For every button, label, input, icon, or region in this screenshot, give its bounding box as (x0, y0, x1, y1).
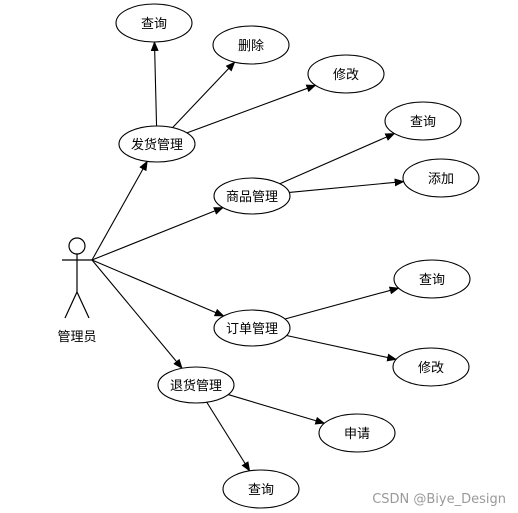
use-case-th-query: 查询 (222, 469, 300, 509)
actor-head (68, 237, 86, 255)
use-case-ellipse (392, 347, 470, 387)
edge-actor-to-shangpin (91, 207, 224, 261)
use-case-th-apply: 申请 (318, 413, 396, 453)
use-case-ellipse (384, 101, 462, 141)
use-case-shangpin: 商品管理 (213, 177, 291, 215)
use-case-label: 修改 (333, 68, 359, 83)
use-case-dd-edit: 修改 (392, 347, 470, 387)
use-case-label: 发货管理 (131, 137, 183, 153)
edge-fahuo-to-fh-edit (186, 84, 317, 134)
use-case-ellipse (213, 177, 291, 215)
use-case-label: 添加 (428, 172, 454, 187)
use-case-label: 查询 (410, 115, 436, 130)
use-case-dingdan: 订单管理 (213, 309, 291, 347)
edge-actor-to-tuihuo (91, 259, 183, 370)
use-case-fh-edit: 修改 (307, 54, 385, 94)
use-case-ellipse (212, 25, 290, 65)
use-case-fh-query: 查询 (115, 3, 193, 43)
edge-fahuo-to-fh-delete (172, 61, 236, 128)
use-case-ellipse (115, 3, 193, 43)
use-case-label: 查询 (141, 17, 167, 32)
edge-shangpin-to-sp-add (289, 178, 405, 193)
use-case-ellipse (307, 54, 385, 94)
actor-right-leg (76, 291, 90, 319)
use-case-sp-query: 查询 (384, 101, 462, 141)
use-case-fahuo: 发货管理 (118, 125, 196, 163)
use-case-tuihuo: 退货管理 (157, 366, 235, 404)
edge-dingdan-to-dd-query (284, 286, 400, 320)
use-case-label: 查询 (419, 273, 445, 288)
use-case-ellipse (118, 125, 196, 163)
use-case-dd-query: 查询 (393, 259, 471, 299)
edge-fahuo-to-fh-query (150, 40, 159, 127)
use-case-ellipse (402, 158, 480, 198)
use-case-ellipse (213, 309, 291, 347)
use-case-ellipse (393, 259, 471, 299)
use-case-ellipse (222, 469, 300, 509)
edge-dingdan-to-dd-edit (286, 334, 398, 362)
use-case-label: 申请 (344, 427, 370, 442)
use-case-label: 删除 (238, 39, 264, 54)
edge-actor-to-dingdan (91, 259, 225, 317)
actor-label: 管理员 (57, 330, 96, 345)
use-case-label: 查询 (248, 483, 274, 498)
use-case-label: 修改 (418, 361, 444, 376)
use-case-label: 商品管理 (226, 190, 278, 205)
use-case-ellipse (157, 366, 235, 404)
edge-tuihuo-to-th-apply (228, 394, 326, 425)
edge-tuihuo-to-th-query (206, 401, 251, 472)
use-case-sp-add: 添加 (402, 158, 480, 198)
use-case-fh-delete: 删除 (212, 25, 290, 65)
edges-layer (91, 40, 405, 472)
actor-left-leg (64, 291, 78, 319)
watermark: CSDN @Biye_Design (372, 492, 506, 507)
edge-actor-to-fahuo (91, 160, 148, 261)
use-case-ellipse (318, 413, 396, 453)
use-case-label: 订单管理 (226, 322, 278, 337)
edge-shangpin-to-sp-query (279, 133, 396, 185)
use-case-label: 退货管理 (170, 378, 222, 394)
actor: 管理员 (57, 237, 97, 345)
